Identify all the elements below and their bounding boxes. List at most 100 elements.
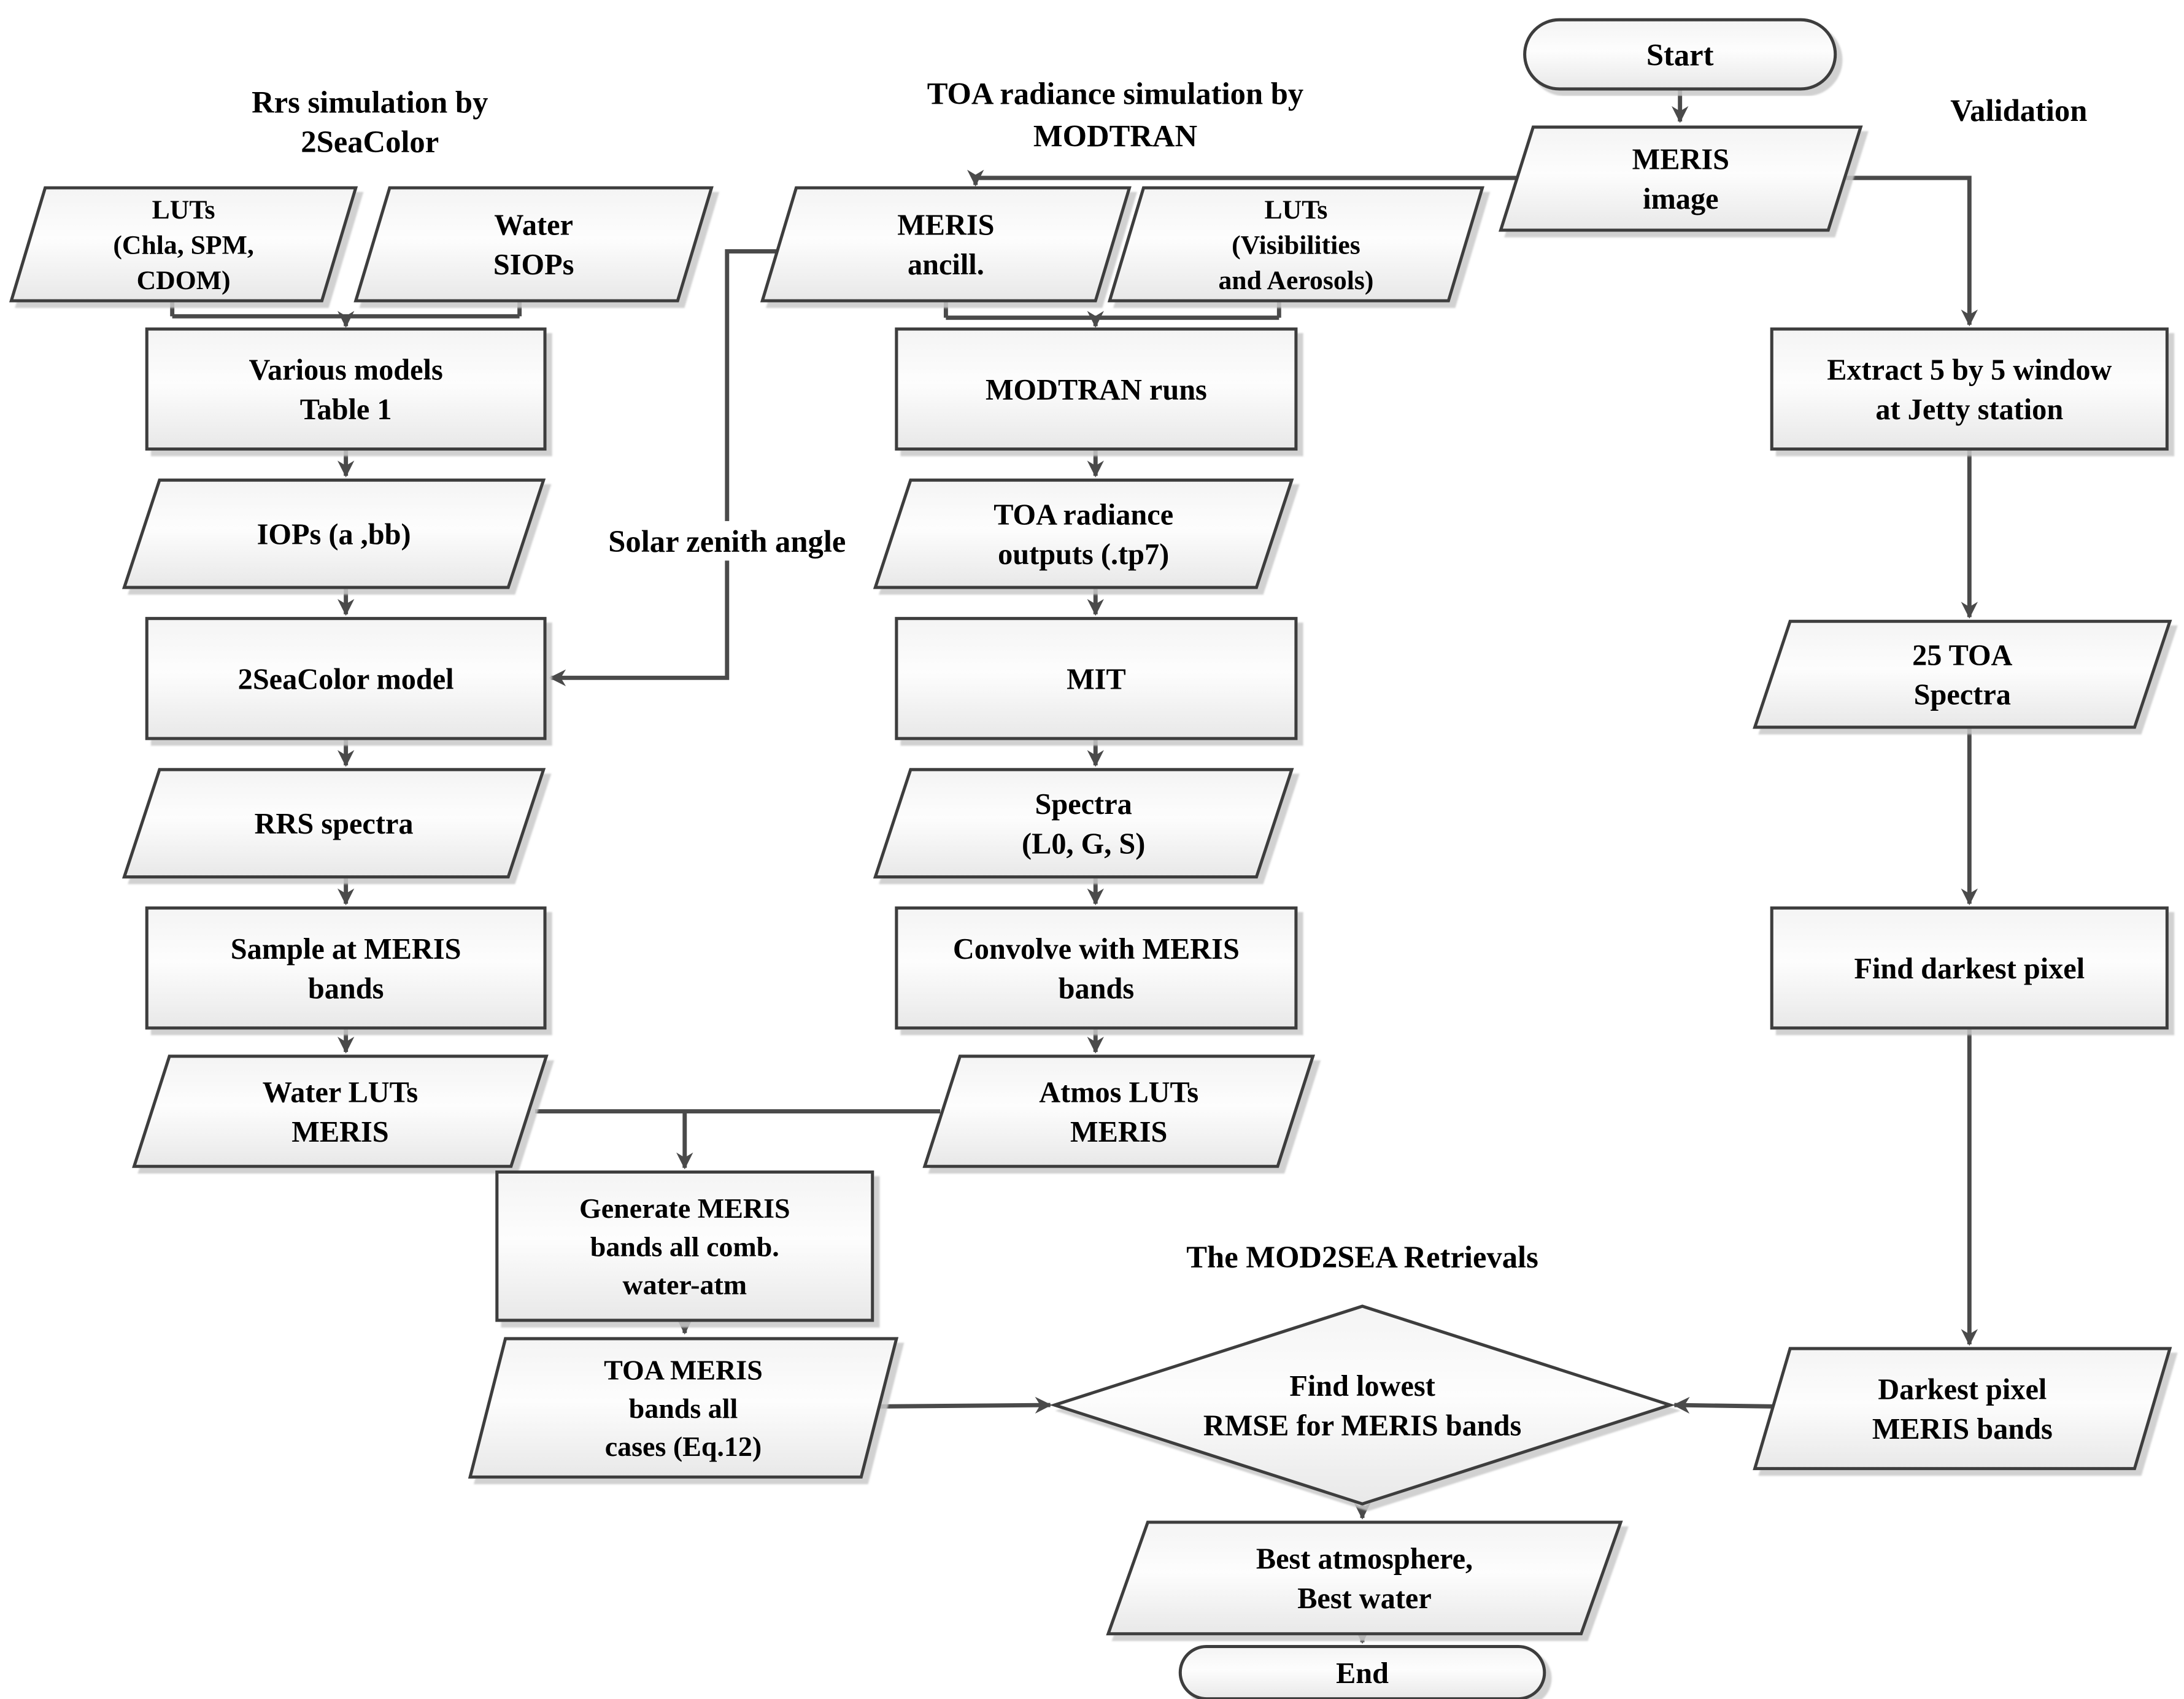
solar-zenith-label-text: Solar zenith angle <box>608 524 846 559</box>
modtran-runs-label: MODTRAN runs <box>986 374 1207 406</box>
water-luts-shape <box>132 1055 549 1168</box>
mod2sea-title-text: The MOD2SEA Retrievals <box>1186 1240 1538 1274</box>
extract-window-shape <box>1770 327 2169 451</box>
edge-inputs-to-modtran-runs <box>943 301 1281 328</box>
atmos-luts-shape <box>922 1055 1316 1168</box>
best-atm-water-shape <box>1106 1520 1623 1636</box>
sample-meris-shape <box>145 906 547 1030</box>
edge-toameris-to-diamond <box>879 1396 1052 1414</box>
start-label: Start <box>1646 37 1714 72</box>
node-seacolor-model: 2SeaColor model <box>145 617 547 740</box>
iops-label: IOPs (a ,bb) <box>257 519 411 551</box>
label-validation-title: Validation <box>1950 93 2087 128</box>
edge-luts-to-generate <box>534 1109 941 1170</box>
toa-outputs-shape <box>873 478 1294 589</box>
iops-shape <box>122 478 546 589</box>
end-shape <box>1178 1644 1546 1699</box>
edge-inputs-to-various-models <box>170 301 522 328</box>
node-luts-chla: LUTs(Chla, SPM,CDOM) <box>9 186 358 303</box>
luts-chla-label: LUTs(Chla, SPM,CDOM) <box>113 195 253 295</box>
convolve-shape <box>895 906 1298 1030</box>
node-end: End <box>1178 1644 1546 1699</box>
spectra-l0gs-shape <box>873 768 1294 879</box>
find-darkest-label: Find darkest pixel <box>1854 953 2085 985</box>
seacolor-model-label: 2SeaColor model <box>238 663 454 695</box>
validation-title-text: Validation <box>1950 93 2087 128</box>
find-lowest-rmse-shape <box>1049 1304 1675 1506</box>
luts-vis-shape <box>1107 186 1485 303</box>
seacolor-model-shape <box>145 617 547 740</box>
water-siops-shape <box>353 186 714 303</box>
best-atm-water-label: Best atmosphere,Best water <box>1256 1542 1473 1614</box>
node-best-atm-water: Best atmosphere,Best water <box>1106 1520 1623 1636</box>
modtran-runs-shape <box>895 327 1298 451</box>
meris-ancill-shape <box>760 186 1132 303</box>
start-shape <box>1523 18 1837 91</box>
mit-shape <box>895 617 1298 740</box>
find-darkest-shape <box>1770 906 2169 1030</box>
node-find-darkest: Find darkest pixel <box>1770 906 2169 1030</box>
rrs-spectra-label: RRS spectra <box>255 808 414 840</box>
edge-meris-image-to-extract <box>1843 176 1978 327</box>
rrs-spectra-shape <box>122 768 546 879</box>
solar-zenith-label-bg <box>573 521 881 561</box>
node-modtran-runs: MODTRAN runs <box>895 327 1298 451</box>
various-models-shape <box>145 327 547 451</box>
toa-meris-cases-shape <box>468 1337 899 1479</box>
spectra-l0gs-label: Spectra(L0, G, S) <box>1022 788 1145 860</box>
node-spectra-l0gs: Spectra(L0, G, S) <box>873 768 1294 879</box>
end-label: End <box>1336 1657 1389 1690</box>
label-mod2sea-title: The MOD2SEA Retrievals <box>1186 1240 1538 1274</box>
node-start: Start <box>1523 18 1837 91</box>
darkest-pixel-shape <box>1753 1347 2172 1471</box>
node-rrs-spectra: RRS spectra <box>122 768 546 879</box>
mit-label: MIT <box>1067 663 1126 695</box>
label-solar-zenith-label: Solar zenith angle <box>573 521 881 561</box>
edges-layer <box>170 88 1978 1644</box>
node-mit: MIT <box>895 617 1298 740</box>
edge-solar-zenith-edge <box>549 249 777 686</box>
edge-darkestpixel-to-diamond <box>1672 1396 1773 1414</box>
node-iops: IOPs (a ,bb) <box>122 478 546 589</box>
generate-comb-shape <box>495 1170 874 1322</box>
luts-chla-shape <box>9 186 358 303</box>
meris-image-shape <box>1499 125 1863 232</box>
